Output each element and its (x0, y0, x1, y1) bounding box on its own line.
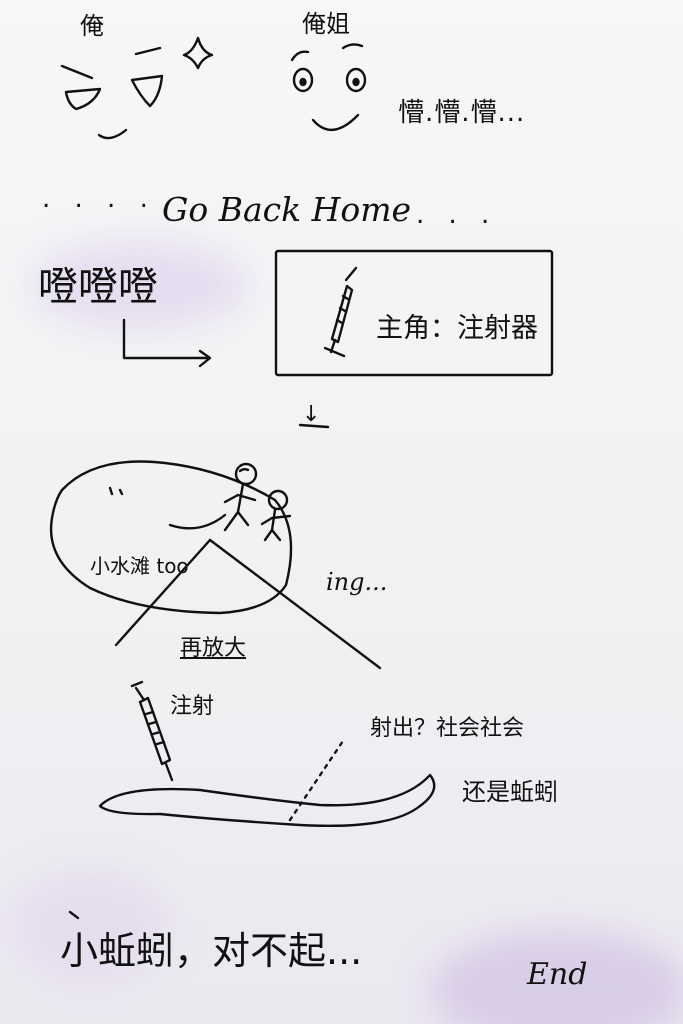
stick-figure-icon (223, 462, 292, 542)
label-me: 俺 (80, 12, 104, 40)
dots-right: . . . (416, 200, 498, 230)
arrow-icon (122, 318, 210, 360)
label-puddle: 小水滩 too (90, 554, 189, 578)
label-still-earthworm: 还是蚯蚓 (462, 778, 558, 806)
syringe-icon (130, 680, 174, 782)
label-apology: 小蚯蚓，对不起... (60, 929, 363, 973)
dots-left: . . . . (42, 184, 156, 214)
label-zoom-again: 再放大 (180, 636, 247, 661)
earthworm-icon (98, 773, 436, 828)
label-sound: 噔噔噔 (38, 264, 158, 310)
paper-tint-mid (10, 870, 170, 980)
label-inject: 注射 (170, 694, 215, 719)
label-ing: ing... (326, 568, 388, 596)
label-end: End (527, 957, 588, 992)
paper-tint-bottom (430, 930, 683, 1024)
label-shoot-out: 射出？社会社会 (370, 716, 525, 741)
syringe-icon (323, 266, 358, 358)
arrow-down-label: ↓ (302, 402, 321, 427)
label-protagonist: 主角：注射器 (376, 313, 538, 344)
label-sister: 俺姐 (302, 10, 350, 38)
puddle-outline (49, 460, 293, 615)
sparkle-icon (182, 36, 214, 70)
label-confused: 懵.懵.懵... (398, 98, 526, 128)
protagonist-box (274, 249, 554, 377)
face-sister (290, 43, 367, 131)
face-me (60, 46, 164, 140)
paper-tint-top (30, 240, 250, 330)
title-go-back-home: Go Back Home (162, 190, 412, 229)
